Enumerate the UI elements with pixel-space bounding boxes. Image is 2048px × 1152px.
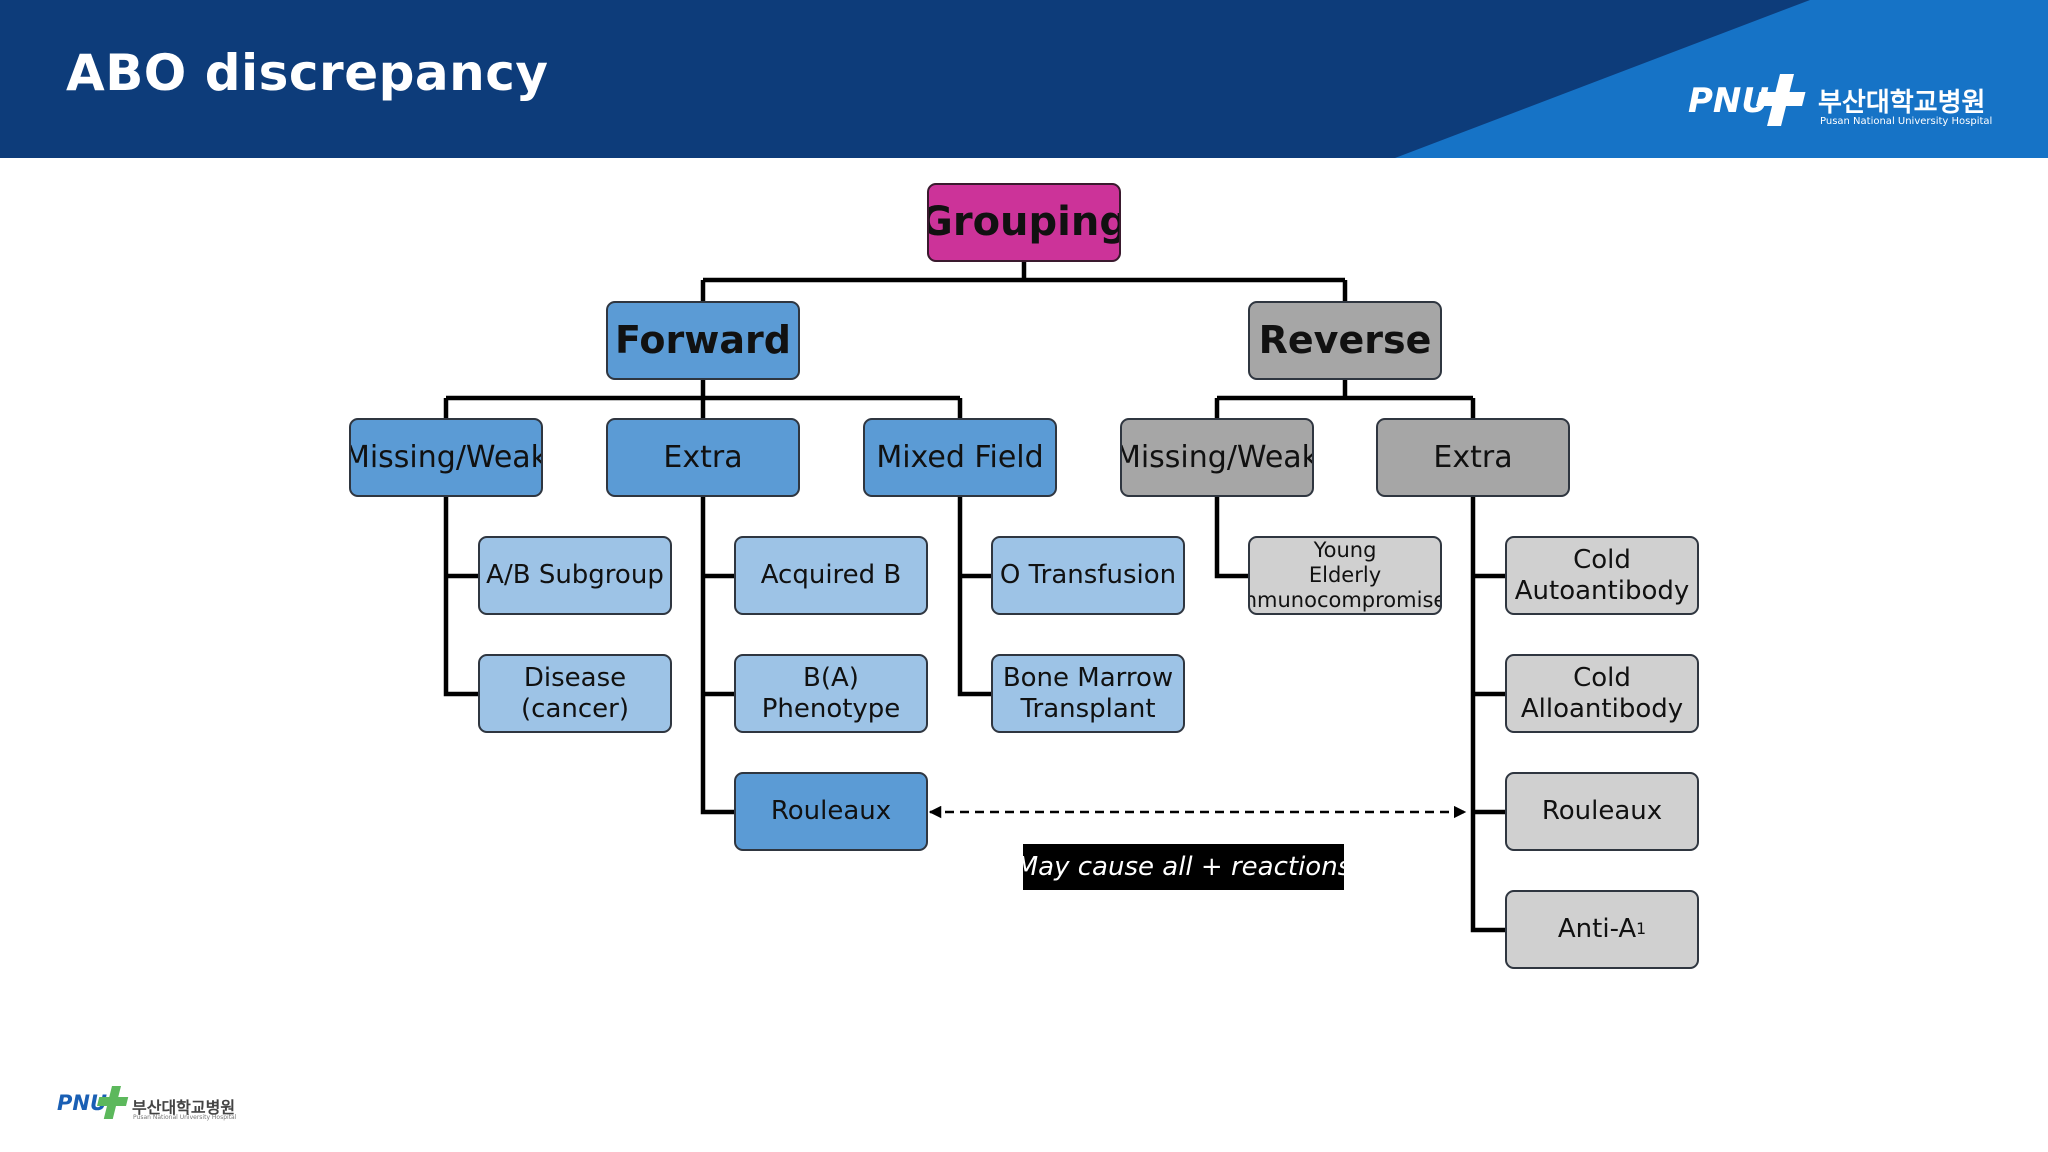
- pnuh-logo-icon: PNU: [1688, 74, 1806, 126]
- node-forward-missing-weak: Missing/Weak: [349, 418, 543, 497]
- footer-hospital-name-english: Pusan National University Hospital: [133, 1114, 237, 1121]
- pnuh-logo-small-icon: PNU: [57, 1086, 129, 1119]
- node-reverse-extra: Extra: [1376, 418, 1570, 497]
- connector-reverse-missing-children: [1214, 497, 1250, 579]
- node-forward-mixed-field: Mixed Field: [863, 418, 1057, 497]
- node-reverse-missing-weak: Missing/Weak: [1120, 418, 1314, 497]
- node-bone-marrow-transplant: Bone Marrow Transplant: [991, 654, 1185, 733]
- node-forward-extra: Extra: [606, 418, 800, 497]
- footer-logo: PNU 부산대학교병원 Pusan National University Ho…: [56, 1083, 256, 1123]
- svg-text:PNU: PNU: [1688, 81, 1769, 121]
- node-disease-cancer: Disease (cancer): [478, 654, 672, 733]
- connector-forward-extra-children: [700, 497, 736, 815]
- hospital-name-korean: 부산대학교병원: [1818, 88, 1986, 118]
- rouleaux-note-label: May cause all + reactions: [1016, 844, 1351, 890]
- node-grouping: Grouping: [927, 183, 1121, 262]
- node-young-elderly-immunocompromised: Young Elderly Immunocompromised: [1248, 536, 1442, 615]
- hospital-logo: PNU 부산대학교병원 Pusan National University Ho…: [1686, 70, 2006, 130]
- hospital-name-english: Pusan National University Hospital: [1820, 116, 1993, 127]
- node-forward-rouleaux: Rouleaux: [734, 772, 928, 851]
- anti-a1-subscript: 1: [1636, 920, 1647, 939]
- node-acquired-b: Acquired B: [734, 536, 928, 615]
- page-title: ABO discrepancy: [66, 44, 549, 102]
- node-o-transfusion: O Transfusion: [991, 536, 1185, 615]
- node-cold-alloantibody: Cold Alloantibody: [1505, 654, 1699, 733]
- anti-a1-label: Anti-A: [1557, 914, 1637, 945]
- node-cold-autoantibody: Cold Autoantibody: [1505, 536, 1699, 615]
- connector-forward-mixed-children: [957, 497, 993, 697]
- header-banner: [0, 0, 2048, 158]
- node-forward: Forward: [606, 301, 800, 380]
- footer-hospital-name-korean: 부산대학교병원: [132, 1098, 236, 1117]
- node-reverse-rouleaux: Rouleaux: [1505, 772, 1699, 851]
- node-ba-phenotype: B(A) Phenotype: [734, 654, 928, 733]
- node-ab-subgroup: A/B Subgroup: [478, 536, 672, 615]
- connector-reverse-extra-children: [1470, 497, 1507, 933]
- node-reverse: Reverse: [1248, 301, 1442, 380]
- connector-forward-missing-children: [443, 497, 480, 697]
